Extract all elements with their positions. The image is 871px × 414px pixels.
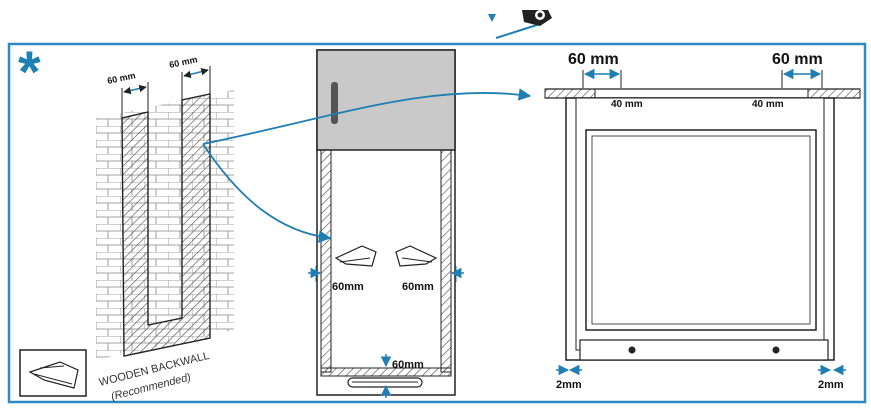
- front-bottom-left-dim: 2mm: [556, 379, 582, 391]
- front-inner-left-dim: 40 mm: [611, 99, 643, 110]
- right-dim-label: 60 mm: [168, 54, 198, 70]
- front-top-left-dim: 60 mm: [568, 51, 619, 68]
- bracket-icon: [19, 349, 87, 397]
- screw-icon: [488, 10, 552, 39]
- left-dim-label: 60 mm: [106, 70, 136, 86]
- connector-arrow-top: [202, 88, 532, 145]
- asterisk-marker: *: [18, 40, 41, 105]
- cabinet-bottom-dim: 60mm: [392, 359, 424, 371]
- connector-arrow-side: [202, 143, 332, 243]
- wall-section: [96, 66, 234, 360]
- cabinet-left-dim: 60mm: [332, 281, 364, 293]
- front-bottom-right-dim: 2mm: [818, 379, 844, 391]
- cabinet-icon: [308, 49, 464, 398]
- front-top-right-dim: 60 mm: [772, 51, 823, 68]
- front-inner-right-dim: 40 mm: [752, 99, 784, 110]
- front-view: [544, 68, 861, 376]
- cabinet-right-dim: 60mm: [402, 281, 434, 293]
- frame-border: [7, 42, 867, 404]
